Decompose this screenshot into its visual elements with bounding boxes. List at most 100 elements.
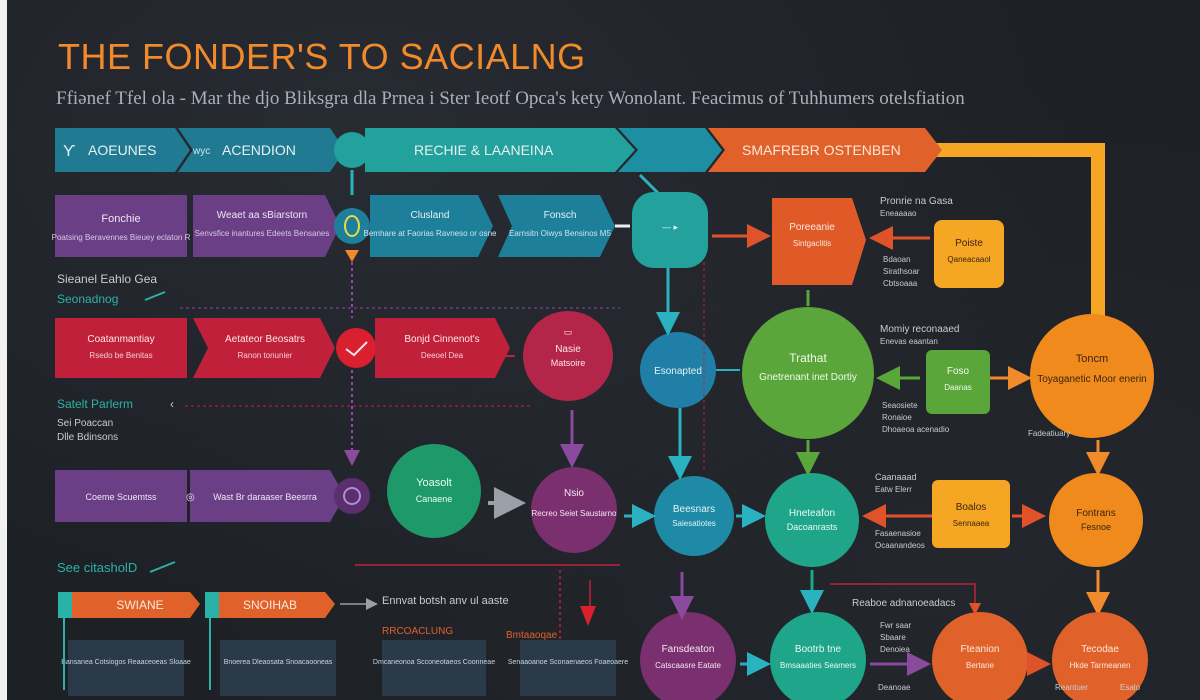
circle-node bbox=[640, 612, 736, 700]
row-3: Coeme Scuemtss Wast Br daraaser Beesrra … bbox=[55, 470, 370, 522]
node-label: Bertane bbox=[966, 661, 995, 670]
side-label: Sei Poaccan bbox=[57, 418, 113, 429]
circle-node bbox=[1030, 314, 1154, 438]
side-label: Seonadnog bbox=[57, 292, 118, 306]
band-node bbox=[334, 132, 370, 168]
circle-node bbox=[1049, 473, 1143, 567]
row3-box bbox=[190, 470, 345, 522]
box-title: Foso bbox=[947, 366, 970, 377]
node-label: SNOIHAB bbox=[243, 598, 297, 612]
header-band: ϒ AOEUNES wyc ACENDION RECHIE & LAANEINA… bbox=[55, 128, 942, 172]
circle-node bbox=[523, 311, 613, 401]
row-1: Fonchie Poatsing Beravennes Bieuey eclat… bbox=[52, 192, 708, 268]
box-title: Bonjd Cinnenot's bbox=[404, 334, 479, 345]
circle-node bbox=[770, 612, 866, 700]
node-label: Toyaganetic Moor enerin bbox=[1037, 374, 1147, 385]
bottom-heading-2: Bmtaaoqae bbox=[506, 630, 558, 641]
node-label: Bmsaaaties Seamers bbox=[780, 661, 856, 670]
box-title: Poiste bbox=[955, 238, 983, 249]
box-title: Coatanmantiay bbox=[87, 334, 154, 345]
annotation: Ronaioe bbox=[882, 413, 912, 422]
row3-node bbox=[334, 478, 370, 514]
annotation: Momiy reconaaed bbox=[880, 324, 959, 335]
circle-node bbox=[742, 307, 874, 439]
box-sub: Ranon tonunier bbox=[238, 351, 293, 360]
band-segment-4 bbox=[708, 128, 942, 172]
box-title: Coeme Scuemtss bbox=[85, 492, 157, 502]
poiste-box bbox=[934, 220, 1004, 288]
circle-node bbox=[531, 467, 617, 553]
row1-box bbox=[193, 195, 340, 257]
hub-label: — ▸ bbox=[662, 222, 679, 232]
annotation: Ocaanandeos bbox=[875, 541, 925, 550]
side-label: Sieanel Eahlo Gea bbox=[57, 272, 157, 286]
annotation: Pronrie na Gasa bbox=[880, 196, 953, 207]
row3-box bbox=[55, 470, 187, 522]
side-label: Dlle Bdinsons bbox=[57, 432, 118, 443]
box-sub: Sintgaclitis bbox=[793, 239, 831, 248]
row1-box bbox=[55, 195, 187, 257]
node-label: Dacoanrasts bbox=[787, 522, 838, 532]
circle-node bbox=[640, 332, 716, 408]
row2-box bbox=[55, 318, 187, 378]
node-label: Esonapted bbox=[654, 366, 702, 377]
boalos-box bbox=[932, 480, 1010, 548]
box-title: Clusland bbox=[411, 210, 450, 221]
band-segment-3 bbox=[365, 128, 635, 172]
node-label: Nasie bbox=[555, 344, 581, 355]
annotation: Reaboe adnanoeadacs bbox=[852, 598, 955, 609]
node-label: Fteanion bbox=[961, 644, 1000, 655]
diagram-subtitle: Ffiənef Tfel ola - Mar the djo Bliksgra … bbox=[56, 88, 965, 109]
box-sub: Poatsing Beravennes Bieuey eclaton R bbox=[52, 233, 191, 242]
annotation: Bdaoan bbox=[883, 255, 911, 264]
band-label: SMAFREBR OSTENBEN bbox=[742, 142, 901, 158]
box-sub: Deeoel Dea bbox=[421, 351, 464, 360]
bottom-heading-sub: RRCOACLUNG bbox=[382, 626, 453, 637]
node-pointer bbox=[345, 250, 359, 262]
node-label: Tecodae bbox=[1081, 644, 1119, 655]
annotation: Eneaaaao bbox=[880, 209, 917, 218]
box-sub: Daanas bbox=[944, 383, 972, 392]
box-sub: Bemhare at Faorias Ravneso or osne bbox=[364, 229, 498, 238]
tag bbox=[58, 592, 200, 618]
node-label: Bansanea Cotsiogos Reaaceoeas Sloaae bbox=[61, 659, 191, 666]
circle-node bbox=[1052, 612, 1148, 700]
band-prefix: wyc bbox=[192, 146, 210, 157]
box-sub: Rsedo be Benitas bbox=[89, 351, 152, 360]
box-title: Fonsch bbox=[544, 210, 577, 221]
circle-node bbox=[387, 444, 481, 538]
box-title: Aetateor Beosatrs bbox=[225, 334, 305, 345]
pin-icon bbox=[580, 606, 596, 626]
node-label: Yoasolt bbox=[416, 477, 452, 489]
diagram-title: THE FONDER'S TO SACIALNG bbox=[58, 36, 586, 77]
annotation: Deanoae bbox=[878, 683, 911, 692]
annotation: Dhoaeoa acenadio bbox=[882, 425, 950, 434]
annotation: Sbaare bbox=[880, 633, 906, 642]
box-title: Boalos bbox=[956, 502, 987, 513]
poreeanie-box bbox=[772, 198, 866, 285]
circle-node bbox=[765, 473, 859, 567]
band-segment-3b bbox=[618, 128, 722, 172]
node-label: Fansdeaton bbox=[662, 644, 715, 655]
box-sub: Sennaaea bbox=[953, 519, 990, 528]
band-label: RECHIE & LAANEINA bbox=[414, 142, 554, 158]
tag bbox=[205, 592, 335, 618]
annotation: Fadeatiuary bbox=[1028, 429, 1070, 438]
node-label: Matsoire bbox=[551, 358, 586, 368]
bottom-heading: Ennvat botsh anv ul aaste bbox=[382, 595, 509, 607]
row-2: Coatanmantiay Rsedo be Benitas Aetateor … bbox=[55, 318, 510, 378]
node-label: Gnetrenant inet Dortiy bbox=[759, 372, 857, 383]
row1-hub bbox=[632, 192, 708, 268]
info-card bbox=[520, 640, 616, 696]
row2-box bbox=[375, 318, 510, 378]
circle-node bbox=[654, 476, 734, 556]
target-icon: ◎ bbox=[186, 492, 195, 503]
info-card bbox=[220, 640, 336, 696]
node-label: Dmcaneonoa Scconeotaeos Coonneae bbox=[373, 659, 495, 666]
annotation: Sirathsoar bbox=[883, 267, 920, 276]
node-label: Fesnoe bbox=[1081, 522, 1111, 532]
node-label: SWIANE bbox=[116, 598, 163, 612]
circle-node bbox=[932, 612, 1028, 700]
box-sub: Qaneacaaol bbox=[947, 255, 990, 264]
